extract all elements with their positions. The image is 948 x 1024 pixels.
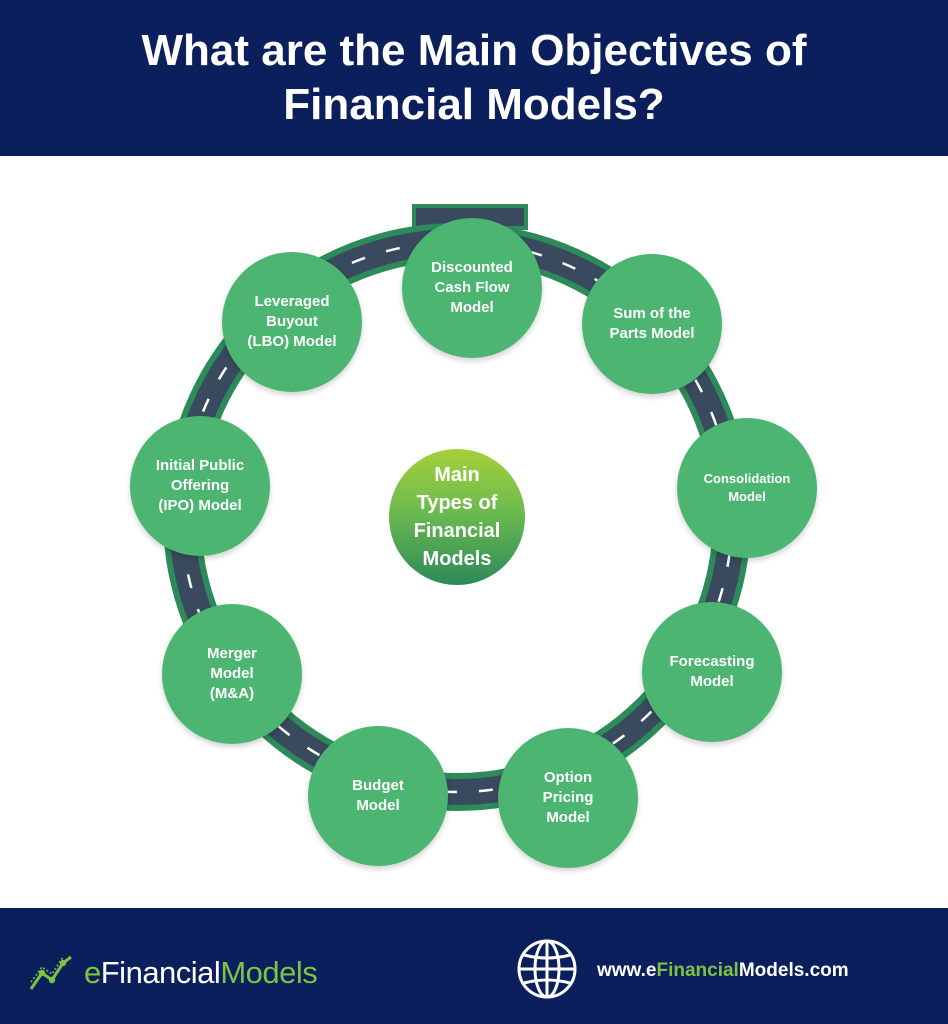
footer-banner: eFinancialModels www.eFinancialModels.co… (0, 908, 948, 1024)
page-title: What are the Main Objectives of Financia… (141, 26, 807, 129)
node-label: Discounted Cash Flow Model (431, 259, 513, 316)
node-consolidation: Consolidation Model (677, 418, 817, 558)
node-label: Forecasting Model (669, 653, 755, 690)
globe-icon (517, 939, 577, 999)
diagram-area: Discounted Cash Flow Model Sum of the Pa… (0, 156, 948, 908)
node-label: Merger Model (M&A) (206, 645, 258, 702)
node-forecasting: Forecasting Model (642, 602, 782, 742)
url-prefix: www.e (597, 960, 657, 981)
node-label: Budget Model (352, 777, 404, 814)
center-hub: Main Types of Financial Models (389, 449, 525, 585)
logo-wordmark: eFinancialModels (84, 955, 318, 991)
logo-e: e (84, 955, 101, 990)
url-suffix: Models.com (738, 960, 849, 981)
node-lbo: Leveraged Buyout (LBO) Model (222, 252, 362, 392)
node-discounted-cash-flow: Discounted Cash Flow Model (402, 218, 542, 358)
brand-logo[interactable]: eFinancialModels (28, 952, 318, 994)
node-option-pricing: Option Pricing Model (498, 728, 638, 868)
node-merger: Merger Model (M&A) (162, 604, 302, 744)
url-accent: Financial (656, 960, 739, 981)
trend-line-logo-icon (29, 955, 72, 990)
logo-financial: Financial (100, 955, 221, 990)
website-link[interactable]: www.eFinancialModels.com (597, 960, 849, 982)
node-budget: Budget Model (308, 726, 448, 866)
node-label: Sum of the Parts Model (609, 305, 695, 342)
node-label: Option Pricing Model (542, 769, 594, 826)
node-ipo: Initial Public Offering (IPO) Model (130, 416, 270, 556)
center-label: Main Types of Financial Models (413, 464, 501, 570)
header-banner: What are the Main Objectives of Financia… (0, 0, 948, 156)
logo-models: Models (220, 955, 318, 990)
node-label: Consolidation Model (703, 471, 791, 504)
node-sum-of-the-parts: Sum of the Parts Model (582, 254, 722, 394)
node-label: Leveraged Buyout (LBO) Model (247, 293, 337, 350)
node-label: Initial Public Offering (IPO) Model (155, 457, 245, 514)
